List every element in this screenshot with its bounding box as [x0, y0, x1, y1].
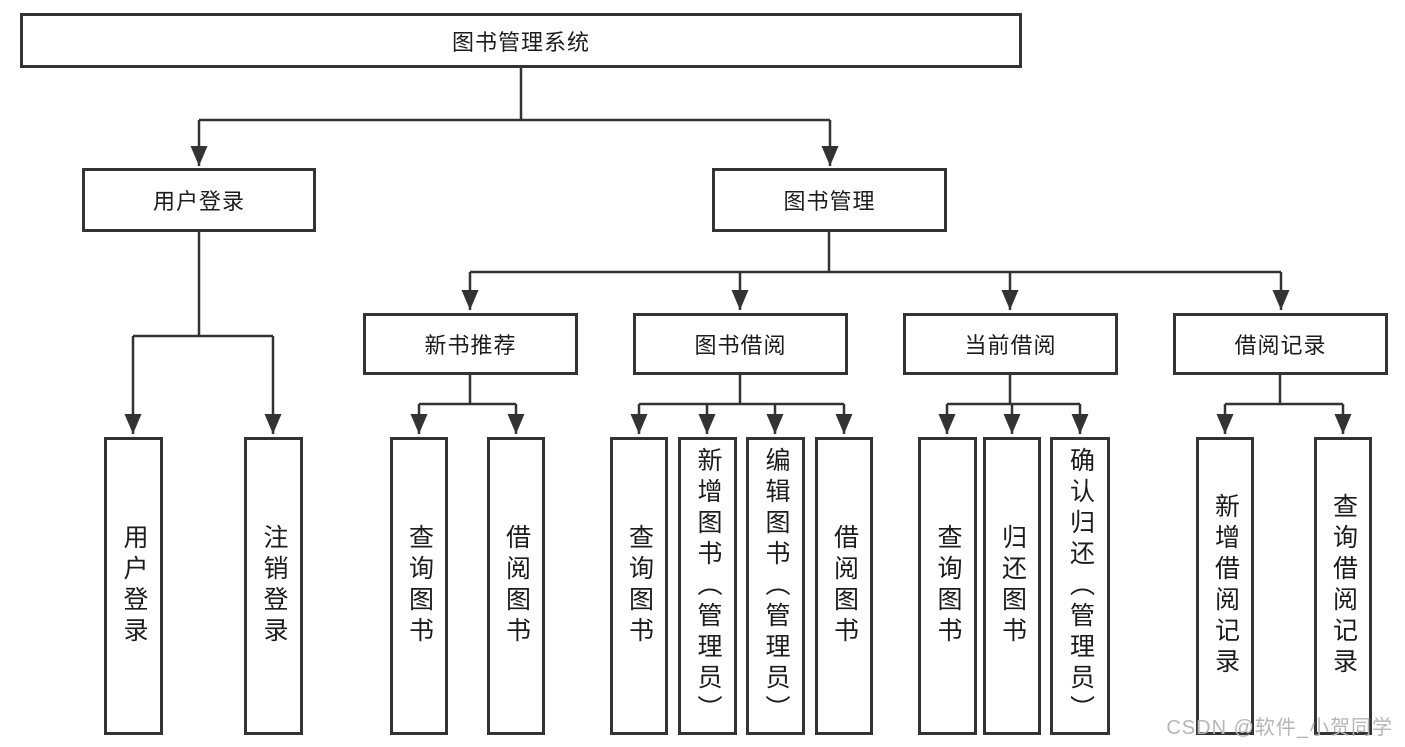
node-user-login: 用户登录 [82, 168, 316, 232]
node-label: 归还图书 [998, 524, 1027, 648]
node-label: 查询图书 [625, 524, 654, 648]
leaf-add-borrow-record: 新增借阅记录 [1196, 437, 1254, 735]
leaf-query-book-3: 查询图书 [918, 437, 977, 735]
node-label: 当前借阅 [964, 333, 1057, 358]
node-label: 借阅图书 [830, 524, 859, 648]
node-label: 用户登录 [152, 189, 245, 214]
node-label: 借阅记录 [1234, 333, 1327, 358]
node-label: 编辑图书（管理员） [762, 446, 790, 726]
node-label: 新书推荐 [424, 333, 517, 358]
node-new-book-recommend: 新书推荐 [363, 313, 578, 375]
node-label: 新增借阅记录 [1211, 493, 1240, 679]
node-current-borrowing: 当前借阅 [903, 313, 1118, 375]
node-label: 图书借阅 [694, 333, 787, 358]
node-borrow-records: 借阅记录 [1173, 313, 1388, 375]
node-label: 新增图书（管理员） [694, 446, 722, 726]
node-label: 确认归还（管理员） [1066, 446, 1095, 726]
leaf-query-book-2: 查询图书 [610, 437, 668, 735]
node-label: 查询图书 [405, 524, 434, 648]
leaf-user-login: 用户登录 [104, 437, 163, 735]
leaf-logout: 注销登录 [244, 437, 303, 735]
node-label: 图书管理系统 [451, 29, 590, 55]
node-label: 用户登录 [120, 524, 148, 648]
leaf-return-book: 归还图书 [983, 437, 1041, 735]
node-label: 注销登录 [260, 524, 288, 648]
node-label: 借阅图书 [502, 524, 531, 648]
node-label: 查询图书 [934, 524, 962, 648]
leaf-query-borrow-record: 查询借阅记录 [1314, 437, 1372, 735]
node-book-management: 图书管理 [712, 168, 947, 232]
leaf-add-book-admin: 新增图书（管理员） [678, 437, 737, 735]
node-book-borrowing: 图书借阅 [633, 313, 848, 375]
csdn-watermark: CSDN @软件_小贺同学 [1166, 717, 1393, 739]
leaf-query-book-1: 查询图书 [390, 437, 448, 735]
leaf-edit-book-admin: 编辑图书（管理员） [746, 437, 805, 735]
node-label: 查询借阅记录 [1329, 493, 1358, 679]
leaf-confirm-return-admin: 确认归还（管理员） [1050, 437, 1110, 735]
node-library-management-system: 图书管理系统 [20, 13, 1022, 68]
leaf-borrow-book-2: 借阅图书 [815, 437, 873, 735]
leaf-borrow-book-1: 借阅图书 [487, 437, 545, 735]
node-label: 图书管理 [783, 189, 876, 214]
